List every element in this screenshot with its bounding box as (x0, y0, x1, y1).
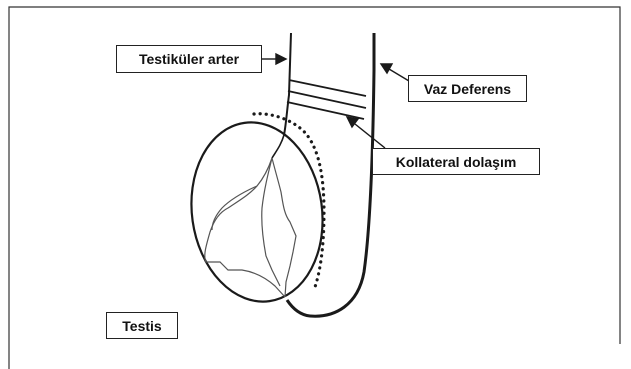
label-vas-deferens: Vaz Deferens (408, 75, 527, 102)
vas-deferens-line (287, 33, 374, 316)
label-testis: Testis (106, 312, 178, 339)
figure-border (9, 7, 620, 369)
testicular-artery-line (272, 135, 284, 158)
testis-vessels (205, 158, 296, 297)
label-collateral-circulation: Kollateral dolaşım (372, 148, 540, 175)
label-testicular-artery: Testiküler arter (116, 45, 262, 73)
collateral-vessels (287, 80, 366, 119)
collateral-dotted-line (254, 114, 324, 287)
